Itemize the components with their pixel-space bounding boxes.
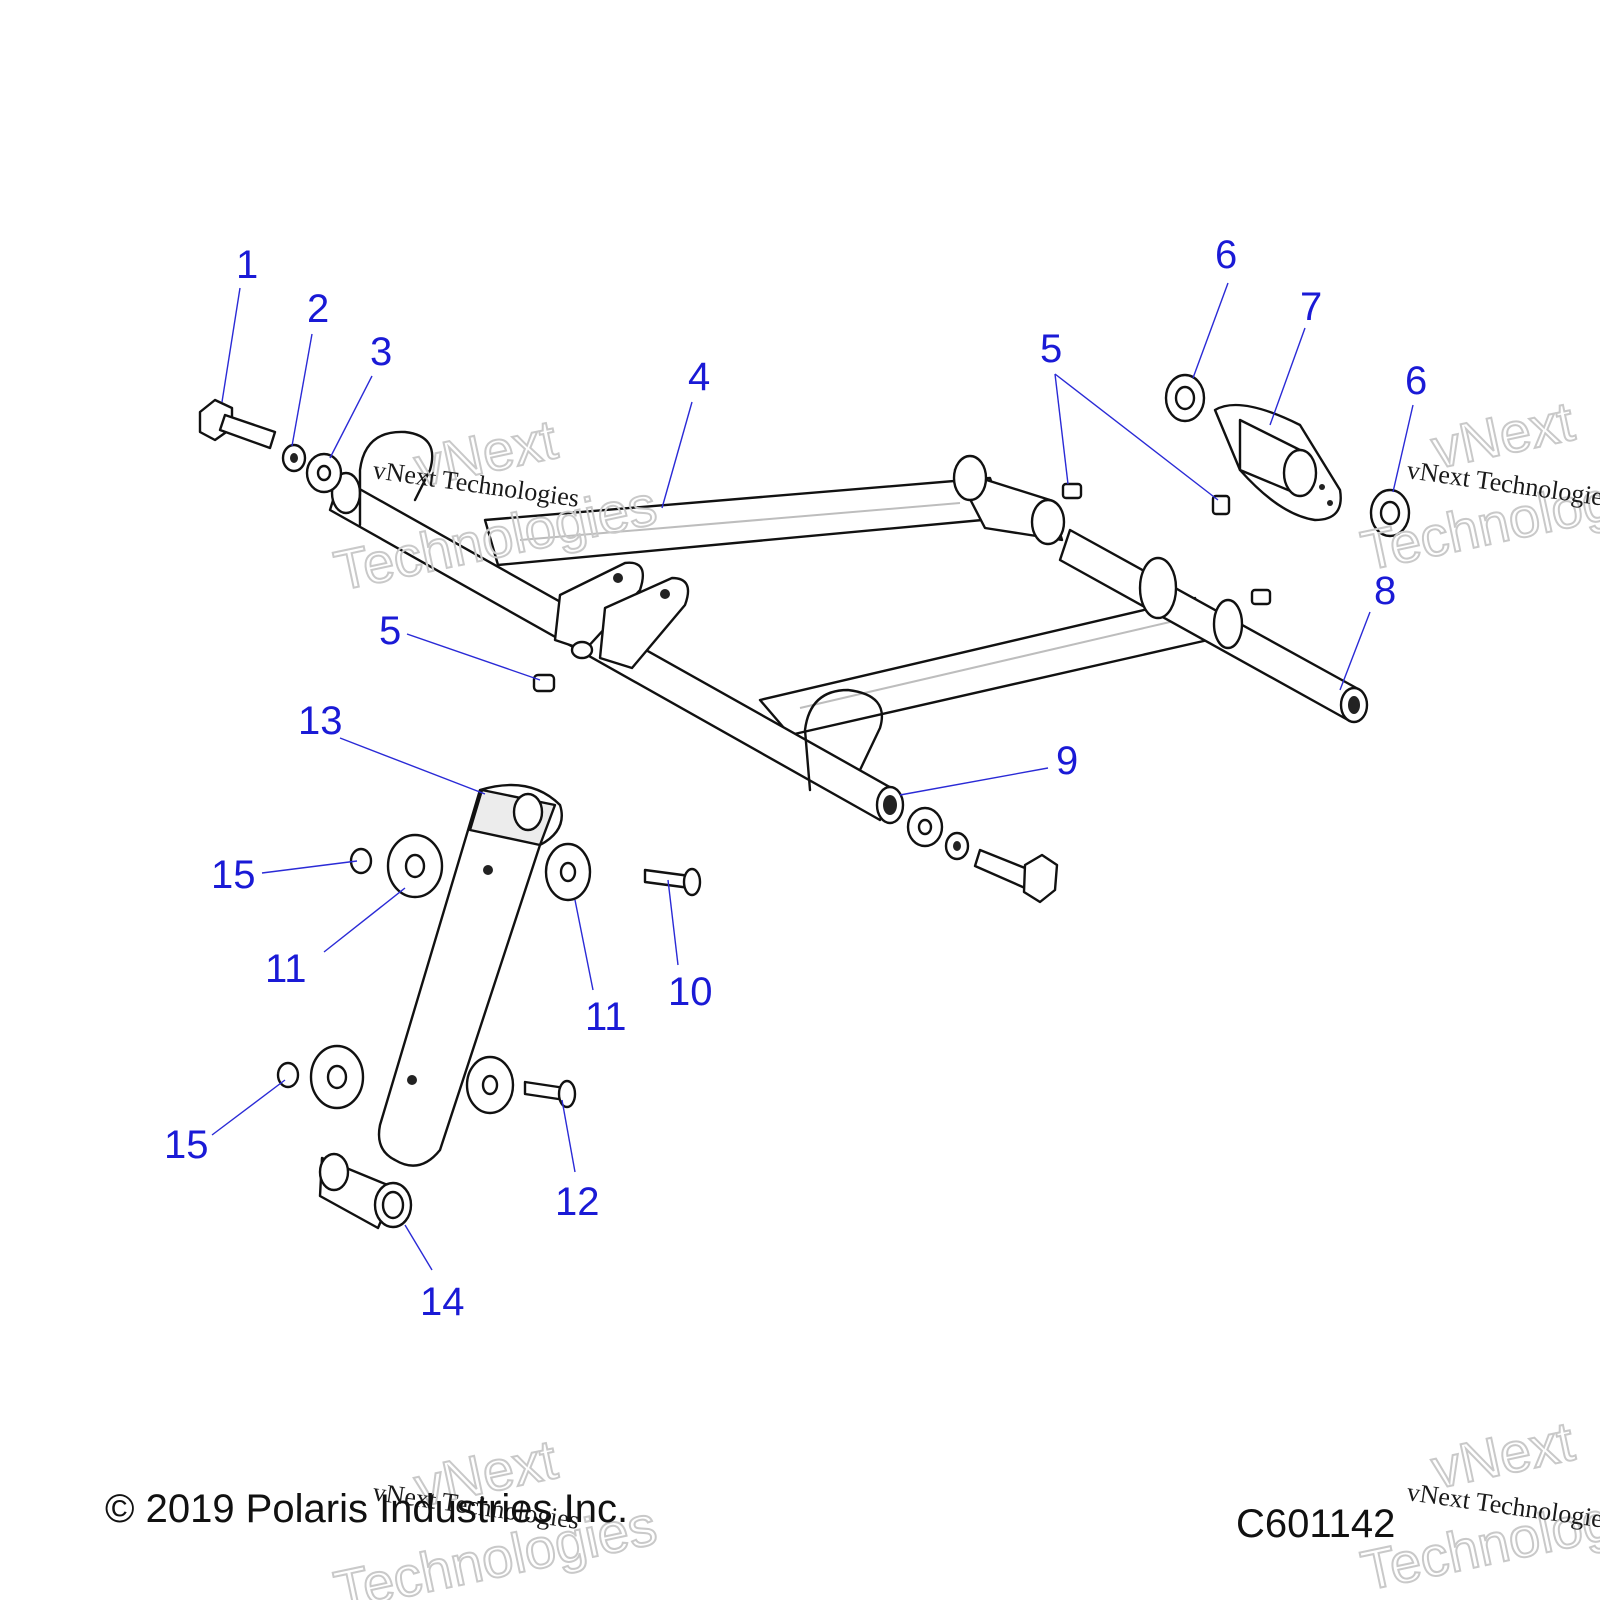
callout-12: 12 [555,1180,600,1224]
callout-9: 9 [1056,739,1078,783]
diagram-code: C601142 [1236,1502,1395,1546]
shock-link-assembly [276,783,702,1230]
callout-1: 1 [236,243,258,287]
callout-10: 10 [668,970,713,1014]
upper-bolt-set [198,398,343,494]
bushing-assembly [1164,373,1411,538]
callout-15-upper: 15 [211,853,256,897]
callout-11-left: 11 [265,947,307,991]
callout-5-lower: 5 [379,609,401,653]
callout-13: 13 [298,699,343,743]
lower-bolt-set [906,806,1059,904]
callout-5-upper: 5 [1040,327,1062,371]
callout-7: 7 [1300,285,1322,329]
callout-4: 4 [688,355,710,399]
callout-11-right: 11 [585,995,627,1039]
callout-labels: 1 2 3 4 5 5 6 6 7 8 9 10 11 11 12 13 14 … [164,233,1427,1324]
callout-15-lower: 15 [164,1123,209,1167]
leader-lines [211,282,1414,1271]
a-arm-assembly [328,430,1369,825]
callout-8: 8 [1374,569,1396,613]
callout-2: 2 [307,287,329,331]
copyright-text: © 2019 Polaris Industries Inc. [105,1487,628,1531]
callout-6-left: 6 [1215,233,1237,277]
callout-3: 3 [370,330,392,374]
callout-6-right: 6 [1405,359,1427,403]
callout-14: 14 [420,1280,465,1324]
